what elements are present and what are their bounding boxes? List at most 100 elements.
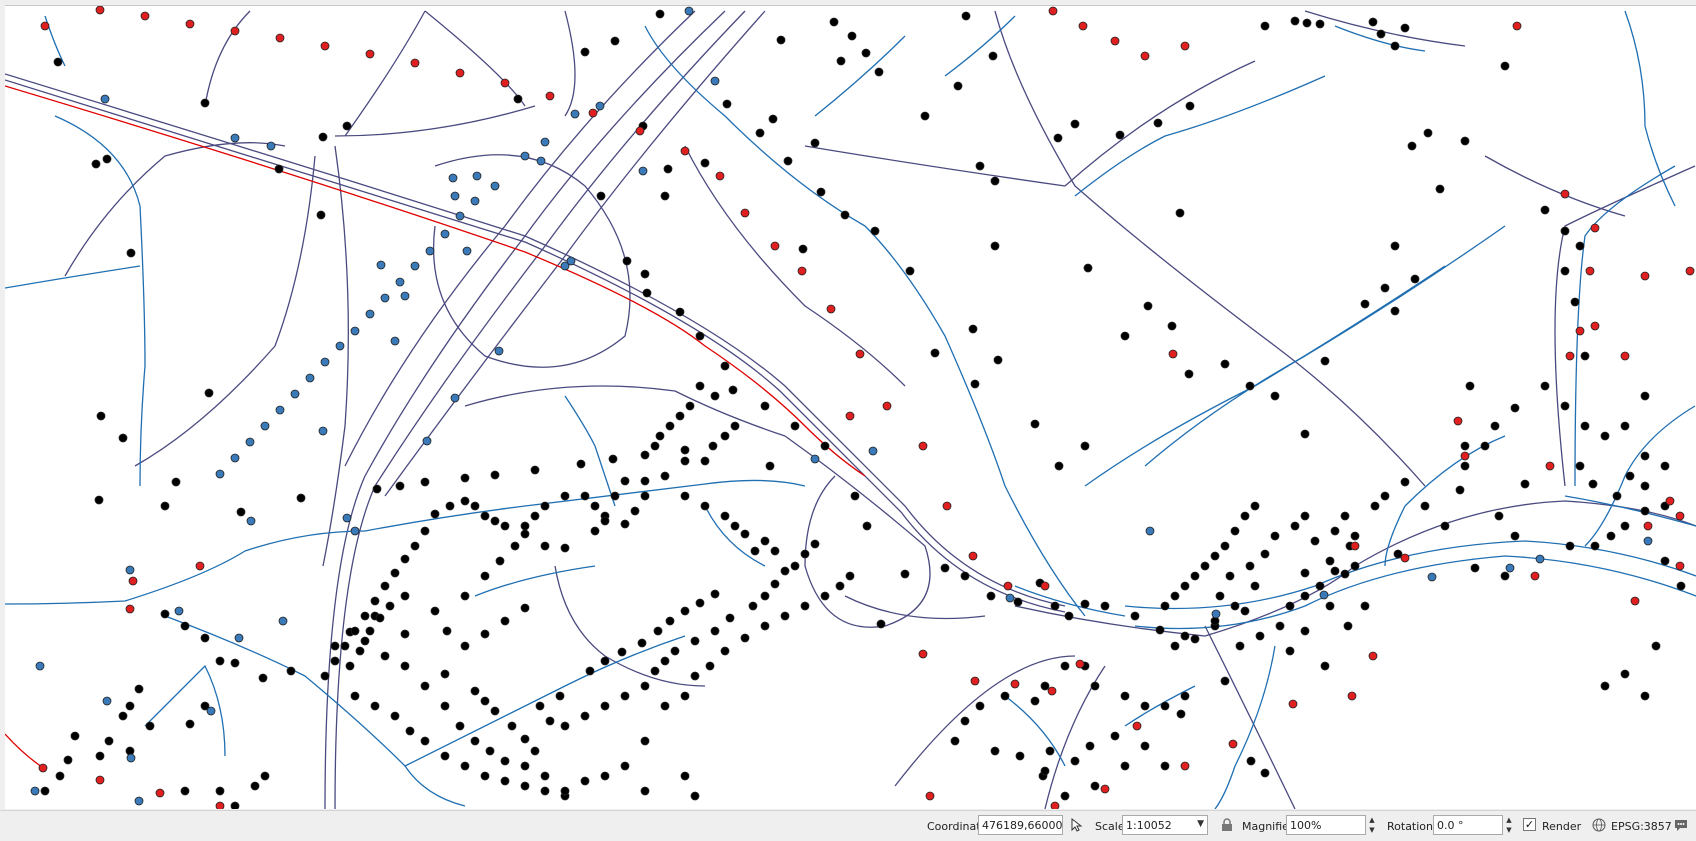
coordinate-field[interactable]: 476189,6600072 [978,815,1063,835]
mouse-cursor-icon[interactable] [1066,815,1086,835]
network-node [640,269,650,279]
scale-combobox[interactable]: 1:10052 ▼ [1122,815,1208,835]
network-node [155,788,165,798]
network-node [200,701,210,711]
network-node [755,128,765,138]
network-node [540,137,550,147]
pipe-line [1564,495,1696,527]
network-node [1030,696,1040,706]
network-node [855,349,865,359]
road-line [464,385,786,437]
network-node [390,711,400,721]
network-node [1300,568,1310,578]
crs-label[interactable]: EPSG:3857 [1611,820,1672,833]
rotation-spinner[interactable]: ▲▼ [1506,816,1512,834]
network-node [874,67,884,77]
network-node [660,471,670,481]
network-node [160,609,170,619]
network-node [480,571,490,581]
network-node [1590,541,1600,551]
network-node [1315,581,1325,591]
network-node [595,101,605,111]
magnifier-spinner[interactable]: ▲▼ [1369,816,1375,834]
pipe-line [1144,225,1506,467]
network-node [118,433,128,443]
network-node [600,771,610,781]
network-node [185,19,195,29]
messages-icon[interactable] [1671,815,1691,835]
network-node [1600,431,1610,441]
network-node [760,401,770,411]
network-node [1160,601,1170,611]
network-node [1620,521,1630,531]
network-node [961,11,971,21]
network-node [660,191,670,201]
network-node [204,388,214,398]
network-node [1180,761,1190,771]
lock-icon[interactable] [1217,815,1237,835]
network-node [462,246,472,256]
network-node [1400,23,1410,33]
network-node [128,576,138,586]
network-node [1070,119,1080,129]
network-node [55,771,65,781]
network-node [1520,479,1530,489]
network-node [376,260,386,270]
network-node [1510,403,1520,413]
network-node [700,158,710,168]
network-node [134,796,144,806]
network-node [94,495,104,505]
network-node [1300,591,1310,601]
network-node [1220,359,1230,369]
pipe-line [54,115,146,487]
network-node [1370,501,1380,511]
rotation-field[interactable]: 0.0 ° [1433,815,1503,835]
network-node [1246,756,1256,766]
render-checkbox[interactable]: ✓ [1523,818,1536,831]
network-node [180,786,190,796]
network-node [1240,606,1250,616]
road-line [784,435,931,628]
network-node [1215,591,1225,601]
network-node [560,261,570,271]
network-node [102,154,112,164]
network-node [1535,554,1545,564]
network-node [570,109,580,119]
network-node [975,701,985,711]
network-node [1140,51,1150,61]
network-node [420,681,430,691]
network-node [1380,283,1390,293]
network-node [1590,223,1600,233]
network-node [490,706,500,716]
network-node [1400,553,1410,563]
network-node [1640,481,1650,491]
network-node [680,491,690,501]
network-node [1440,521,1450,531]
network-node [234,633,244,643]
network-node [330,641,340,651]
network-node [765,461,775,471]
network-node [540,501,550,511]
network-node [1510,531,1520,541]
network-node [1220,541,1230,551]
road-line [1204,625,1296,809]
network-node [160,501,170,511]
network-node [355,646,365,656]
network-node [520,761,530,771]
network-node [566,256,576,266]
network-node [630,506,640,516]
network-node [1047,686,1057,696]
map-canvas[interactable] [5,5,1696,809]
network-node [507,721,517,731]
network-node [675,411,685,421]
network-node [53,57,63,67]
network-node [620,476,630,486]
network-node [1676,581,1686,591]
map-view[interactable] [5,6,1696,809]
network-node [665,616,675,626]
network-node [206,706,216,716]
network-node [608,454,618,464]
network-node [335,341,345,351]
magnifier-field[interactable]: 100% [1286,815,1366,835]
globe-icon[interactable] [1589,815,1609,835]
